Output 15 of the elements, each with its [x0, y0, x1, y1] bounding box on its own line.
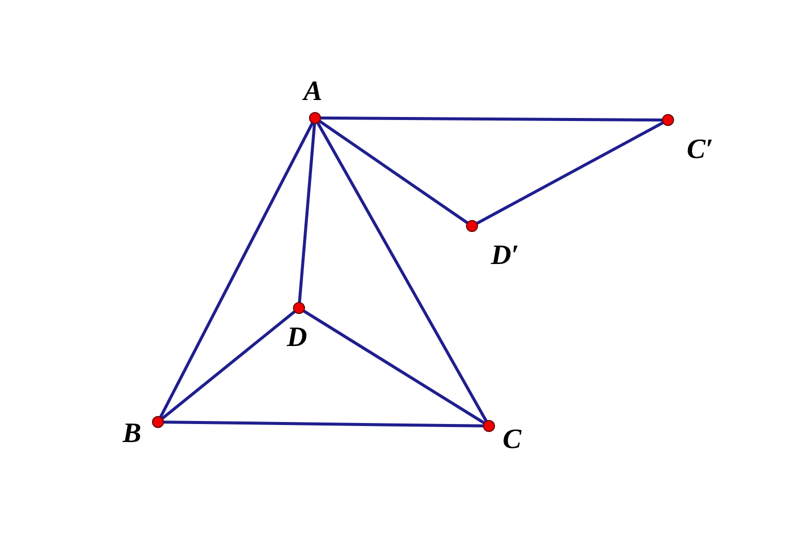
point-label: C — [502, 426, 522, 454]
line-segment — [161, 310, 296, 420]
line-segment — [159, 122, 314, 418]
line-segment — [318, 120, 469, 224]
point-label: C′ — [686, 136, 714, 164]
line-segment — [320, 116, 664, 122]
line-segment — [162, 420, 484, 428]
line-segment — [298, 122, 316, 304]
line-segment — [476, 121, 664, 225]
line-segment — [302, 310, 486, 424]
point-label: A — [304, 78, 322, 106]
point-label: D′ — [490, 242, 520, 270]
line-segment — [316, 122, 488, 422]
point-label: B — [122, 420, 142, 448]
point-label: D — [286, 324, 308, 352]
